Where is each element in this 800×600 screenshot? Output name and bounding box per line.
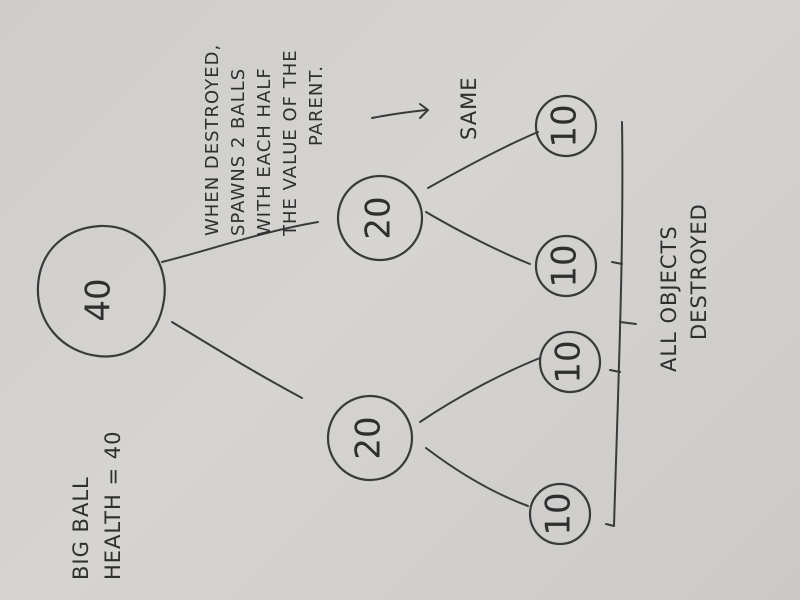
arrow-icon bbox=[371, 103, 429, 119]
result-line-2: DESTROYED bbox=[687, 203, 711, 340]
child-ball-value: 20 bbox=[349, 416, 389, 459]
spawn-rule-line-2: SPAWNS 2 BALLS bbox=[228, 68, 249, 236]
edge-root-to-top-child bbox=[161, 221, 319, 263]
leaf-ball: 10 bbox=[534, 234, 598, 298]
leaf-ball-value: 10 bbox=[539, 492, 579, 535]
child-ball-value: 20 bbox=[359, 196, 399, 239]
child-ball: 20 bbox=[336, 174, 424, 262]
result-note: ALL OBJECTS DESTROYED bbox=[657, 203, 711, 372]
root-ball: 40 bbox=[36, 224, 166, 358]
big-ball-note-line-1: BIG BALL bbox=[69, 476, 93, 580]
leaf-ball: 10 bbox=[534, 94, 598, 158]
leaf-ball: 10 bbox=[528, 482, 592, 546]
result-line-1: ALL OBJECTS bbox=[657, 225, 681, 372]
spawn-rule-line-1: WHEN DESTROYED, bbox=[202, 44, 223, 236]
edge-bottom-child-to-leaf-4 bbox=[425, 447, 529, 507]
same-note: SAME bbox=[457, 77, 481, 140]
bracket-ticks bbox=[609, 261, 637, 373]
edge-top-child-to-leaf-1 bbox=[427, 131, 539, 189]
leaf-ball-value: 10 bbox=[549, 340, 589, 383]
edge-bottom-child-to-leaf-3 bbox=[419, 357, 541, 423]
leaf-ball: 10 bbox=[538, 330, 602, 394]
spawn-rule-line-3: WITH EACH HALF bbox=[254, 67, 275, 236]
big-ball-note: BIG BALL HEALTH = 40 bbox=[69, 430, 125, 580]
spawn-rule-note: WHEN DESTROYED, SPAWNS 2 BALLS WITH EACH… bbox=[202, 44, 327, 237]
edge-root-to-bottom-child bbox=[171, 321, 303, 399]
root-ball-value: 40 bbox=[79, 278, 119, 321]
tree-edges bbox=[161, 131, 541, 507]
child-ball: 20 bbox=[326, 394, 414, 482]
spawn-rule-line-4: THE VALUE OF THE bbox=[280, 49, 301, 237]
leaves-bracket bbox=[605, 121, 637, 527]
spawn-rule-line-5: PARENT. bbox=[306, 65, 327, 146]
leaf-ball-value: 10 bbox=[545, 104, 585, 147]
same-label: SAME bbox=[457, 77, 481, 140]
leaf-ball-value: 10 bbox=[545, 244, 585, 287]
big-ball-note-line-2: HEALTH = 40 bbox=[101, 430, 125, 580]
edge-top-child-to-leaf-2 bbox=[425, 211, 531, 265]
bracket-line bbox=[605, 121, 624, 527]
